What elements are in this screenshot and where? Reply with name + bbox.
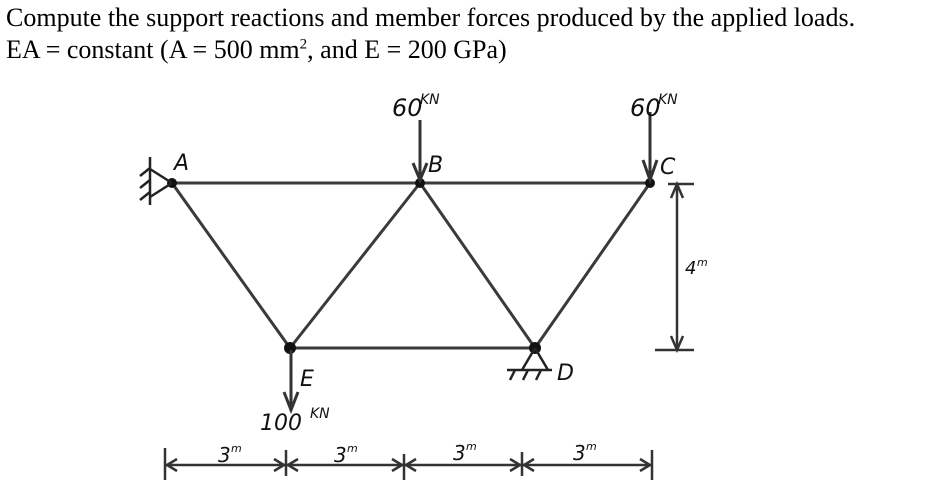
span-1-unit: m [231,442,242,455]
height-dim-unit: m [697,256,708,269]
problem-line-1: Compute the support reactions and member… [6,3,856,32]
span-3-unit: m [466,440,477,453]
pin-support-A-icon [139,157,173,205]
height-dimension-icon [655,180,694,354]
height-dim-value: 4 [685,258,696,279]
load-C-value: 60 [630,94,661,122]
span-2-unit: m [347,442,358,455]
load-E-value: 100 [260,411,302,436]
node-label-D: D [557,361,574,386]
node-label-E: E [300,367,314,392]
span-3-value: 3 [453,441,466,465]
joints [167,178,655,354]
span-4-value: 3 [573,441,586,465]
member-DC [533,181,652,350]
node-label-B: B [428,153,443,178]
node-label-A: A [172,151,189,176]
span-1-value: 3 [218,443,231,467]
member-EB [288,181,422,350]
span-2-value: 3 [334,443,347,467]
member-AE [170,181,292,350]
load-arrow-C-icon [641,112,659,185]
pin-support-D-icon [507,347,552,381]
member-BD [418,181,537,350]
problem-statement: Compute the support reactions and member… [6,2,855,66]
truss-members [170,181,652,350]
load-arrow-B-icon [411,120,429,184]
load-B-value: 60 [392,94,423,122]
node-label-C: C [660,155,676,180]
load-arrow-E-icon [282,350,300,415]
load-E-unit: KN [310,406,330,422]
load-C-unit: KN [658,92,678,108]
load-B-unit: KN [420,92,440,108]
span-4-unit: m [586,440,597,453]
problem-line-2: EA = constant (A = 500 mm2, and E = 200 … [6,35,507,64]
joint-E [284,342,296,354]
span-dimensions-icon [163,448,654,480]
